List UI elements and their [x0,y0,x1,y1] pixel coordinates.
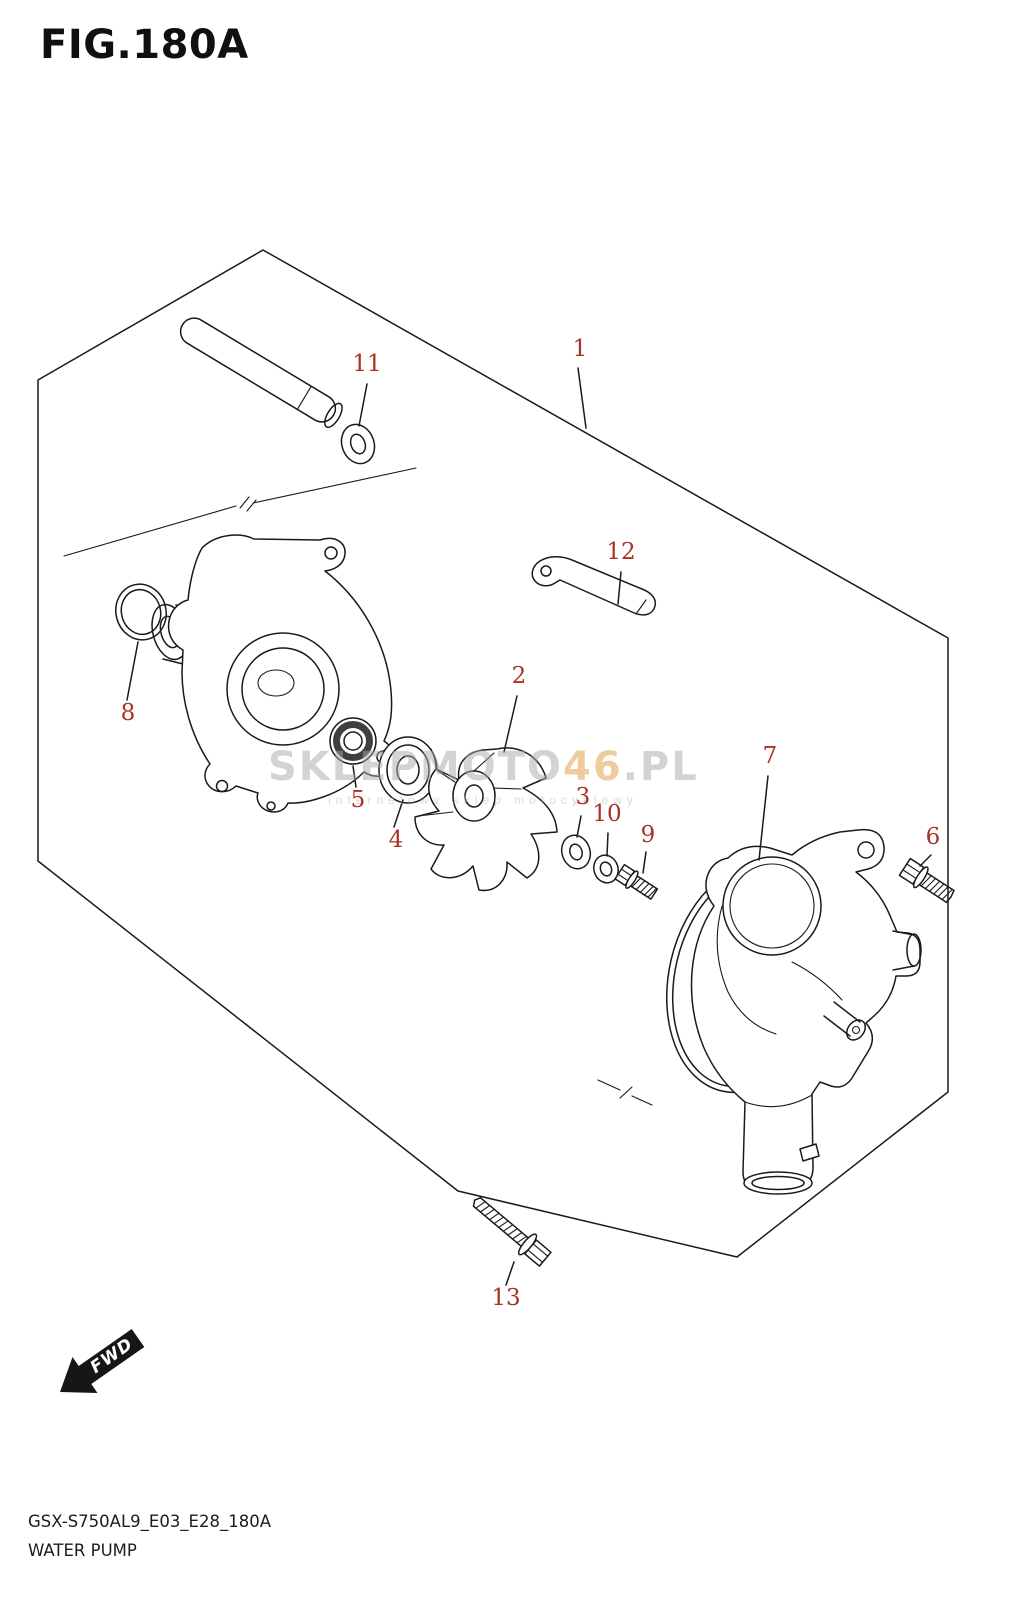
callout-9: 9 [640,822,656,848]
pump-cover-drawing [151,534,397,813]
leader-lines [126,367,932,1286]
lock-washer-10-drawing [593,854,619,884]
fwd-arrow [60,1329,145,1393]
impeller-2-drawing [414,747,558,892]
seal-4-drawing [378,736,438,804]
callout-12: 12 [606,539,636,565]
callout-2: 2 [511,663,527,689]
washer-11-drawing [340,423,376,465]
bolt-13-drawing [472,1197,552,1267]
callout-13: 13 [491,1285,521,1311]
pump-body-drawing [690,828,922,1195]
clamp-12-drawing [531,556,657,616]
callout-6: 6 [925,824,941,850]
bolt-6-drawing [898,857,955,903]
callout-4: 4 [388,827,404,853]
callout-8: 8 [120,700,136,726]
footer-figure-name: WATER PUMP [28,1541,137,1560]
callout-11: 11 [352,351,382,377]
oring-8-drawing [115,583,167,641]
callout-10: 10 [592,801,622,827]
callout-5: 5 [350,787,366,813]
bolt-9-drawing [614,863,659,900]
shaft-drawing [179,317,343,429]
footer-part-code: GSX-S750AL9_E03_E28_180A [28,1512,272,1531]
figure-title: FIG.180A [40,22,249,68]
callout-7: 7 [762,743,778,769]
washer-3-drawing [560,834,592,870]
outer-box [37,249,949,1258]
bearing-5-drawing [329,717,377,765]
callout-1: 1 [572,336,588,362]
callout-3: 3 [575,784,591,810]
